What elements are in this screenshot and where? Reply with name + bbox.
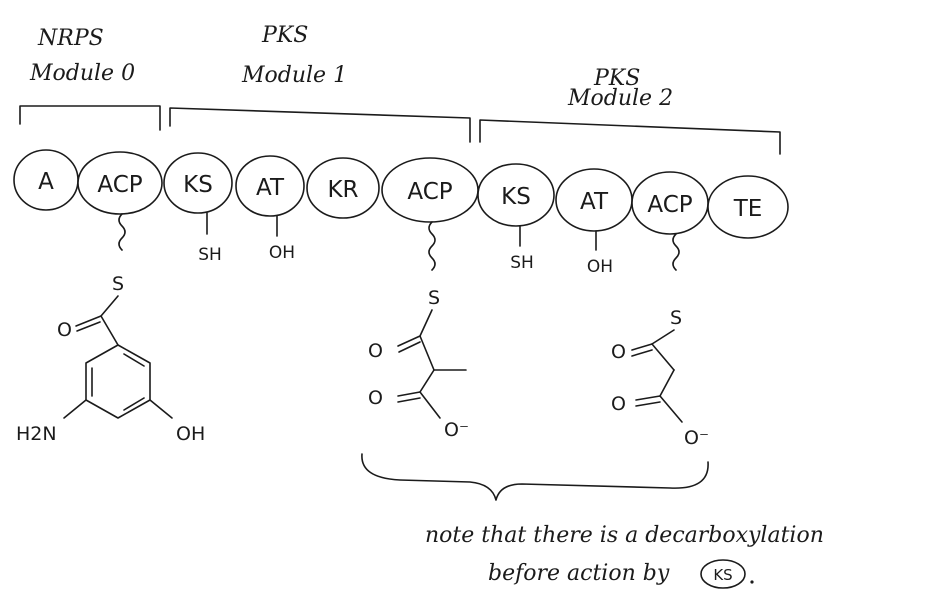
svg-text:O: O <box>368 340 383 362</box>
svg-text:SH: SH <box>510 253 534 273</box>
svg-text:S: S <box>428 287 440 309</box>
at-1-hydroxyl: OH <box>269 215 295 263</box>
note-line-2: before action by <box>488 561 670 586</box>
acp-1-tether <box>428 221 436 271</box>
svg-text:S: S <box>112 273 124 295</box>
acp-0-tether <box>118 213 126 251</box>
note-ks-circle: KS <box>700 559 746 589</box>
at-2-hydroxyl: OH <box>587 230 613 277</box>
svg-text:ACP: ACP <box>647 192 692 218</box>
domain-acp-0: ACP <box>77 151 163 215</box>
svg-text:OH: OH <box>176 423 205 445</box>
domain-kr-1: KR <box>306 157 380 219</box>
svg-text:ACP: ACP <box>97 172 142 198</box>
svg-text:SH: SH <box>198 245 222 265</box>
module-2-name: Module 2 <box>567 86 673 111</box>
svg-text:O: O <box>57 319 72 341</box>
domain-te: TE <box>707 175 789 239</box>
note-period <box>750 580 754 584</box>
svg-text:ACP: ACP <box>407 179 452 205</box>
svg-text:S: S <box>670 307 682 329</box>
starter-unit-structure: S O H2N OH <box>16 273 205 445</box>
svg-text:A: A <box>38 169 54 195</box>
svg-text:TE: TE <box>733 196 763 222</box>
domain-at-2: AT <box>555 168 633 232</box>
module-0-type: NRPS <box>37 26 104 51</box>
svg-text:OH: OH <box>587 257 613 277</box>
svg-text:O: O <box>611 393 626 415</box>
ks-1-thiol: SH <box>198 212 222 265</box>
module-0-name: Module 0 <box>29 61 135 86</box>
svg-text:AT: AT <box>580 189 609 215</box>
svg-text:O⁻: O⁻ <box>444 419 469 441</box>
domain-acp-1: ACP <box>381 157 479 223</box>
svg-text:KS: KS <box>713 566 732 584</box>
domain-acp-2: ACP <box>631 171 709 235</box>
module-1-name: Module 1 <box>241 63 347 88</box>
domain-ks-1: KS <box>163 152 233 214</box>
module-1-type: PKS <box>261 23 308 48</box>
module-1-bracket <box>169 107 471 143</box>
svg-text:OH: OH <box>269 243 295 263</box>
svg-text:O: O <box>611 341 626 363</box>
module-2-type: PKS <box>593 66 640 91</box>
malonyl-extender-structure: S O O O⁻ <box>611 307 709 449</box>
svg-text:AT: AT <box>256 175 285 201</box>
module-0-bracket <box>19 105 161 131</box>
svg-text:KR: KR <box>327 177 358 203</box>
methylmalonyl-extender-structure: S O O O⁻ <box>368 287 469 441</box>
domain-ks-2: KS <box>477 163 555 227</box>
svg-text:O⁻: O⁻ <box>684 427 709 449</box>
svg-text:O: O <box>368 387 383 409</box>
svg-text:KS: KS <box>501 184 531 210</box>
domain-at-1: AT <box>235 155 305 217</box>
svg-text:KS: KS <box>183 172 213 198</box>
svg-text:H2N: H2N <box>16 423 57 445</box>
note-line-1: note that there is a decarboxylation <box>425 523 824 548</box>
ks-2-thiol: SH <box>510 225 534 273</box>
domain-a: A <box>13 149 79 211</box>
acp-2-tether <box>672 233 680 271</box>
curly-brace <box>361 453 709 501</box>
module-2-bracket <box>479 119 781 155</box>
